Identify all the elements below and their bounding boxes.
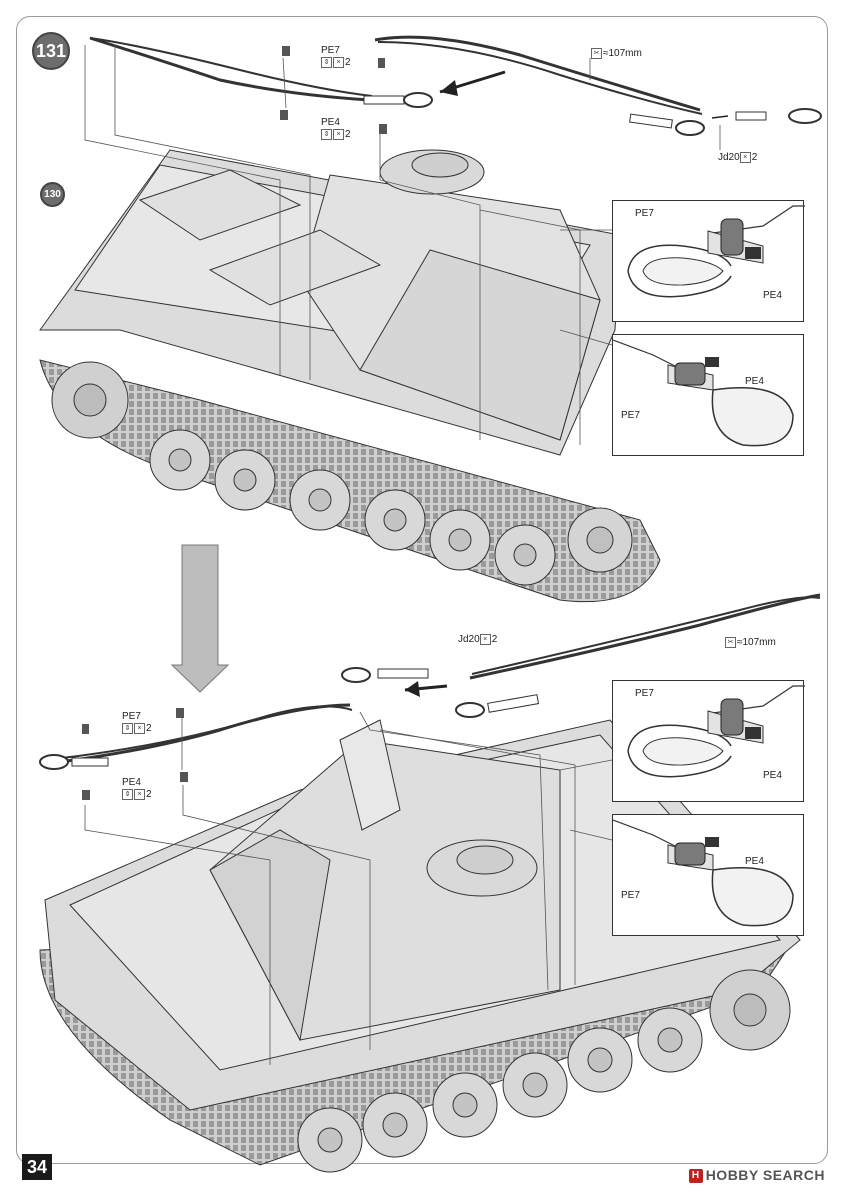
detail-2-pe4: PE4 [745, 376, 764, 387]
page-frame [16, 16, 828, 1164]
top-jd20-label: Jd20×2 [718, 152, 757, 163]
top-pe4-part: PE4 [321, 117, 340, 128]
top-jd20-part: Jd20 [718, 152, 740, 164]
thimble-clamp-drawing [627, 685, 805, 778]
thimble-clamp-drawing [627, 205, 805, 298]
top-cable-length: ≈107mm [603, 48, 642, 60]
flip-icon: ⇕ [321, 57, 332, 68]
detail-1-pe7: PE7 [635, 208, 654, 219]
bottom-pe4-part: PE4 [122, 777, 141, 788]
bottom-vehicle [39, 719, 801, 1173]
step-number-badge: 131 [32, 32, 70, 70]
hobby-search-logo-icon: H [688, 1169, 703, 1184]
detail-view-1: PE7 PE4 [612, 200, 805, 322]
flip-icon: ⇕ [122, 723, 133, 734]
multiply-icon: × [134, 789, 145, 800]
thimble-clamp-drawing [613, 339, 794, 447]
multiply-icon: × [134, 723, 145, 734]
bottom-pe4-label: PE4 ⇕×2 [122, 778, 152, 800]
detail-4-pe7: PE7 [621, 890, 640, 901]
bottom-pe7-part: PE7 [122, 711, 141, 722]
bottom-jd20-part: Jd20 [458, 634, 480, 646]
bottom-cable-length-label: ✂≈107mm [725, 637, 776, 648]
detail-view-2: PE4 PE7 [612, 334, 804, 456]
detail-view-3: PE7 PE4 [612, 680, 805, 802]
detail-3-pe7: PE7 [635, 688, 654, 699]
multiply-icon: × [333, 57, 344, 68]
flip-icon: ⇕ [122, 789, 133, 800]
multiply-icon: × [333, 129, 344, 140]
bottom-cable-length: ≈107mm [737, 637, 776, 649]
top-pe7-label: PE7 ⇕×2 [321, 46, 351, 68]
bottom-pe7-label: PE7 ⇕×2 [122, 712, 152, 734]
multiply-icon: × [479, 634, 491, 645]
bottom-pe7-qty: 2 [146, 723, 152, 735]
flip-icon: ⇕ [321, 129, 332, 140]
multiply-icon: × [739, 152, 751, 163]
detail-4-pe4: PE4 [745, 856, 764, 867]
reference-step-badge: 130 [40, 182, 65, 207]
top-cable-length-label: ✂≈107mm [591, 48, 642, 59]
detail-view-4: PE4 PE7 [612, 814, 804, 936]
bottom-jd20-qty: 2 [491, 634, 498, 646]
bottom-jd20-label: Jd20×2 [458, 634, 497, 645]
top-vehicle [39, 149, 661, 603]
top-pe4-label: PE4 ⇕×2 [321, 118, 351, 140]
page-number: 34 [22, 1154, 52, 1180]
top-jd20-qty: 2 [751, 152, 758, 164]
thimble-clamp-drawing [613, 819, 794, 927]
detail-1-pe4: PE4 [763, 290, 782, 301]
scissors-icon: ✂ [591, 48, 602, 59]
top-pe7-part: PE7 [321, 45, 340, 56]
detail-3-pe4: PE4 [763, 770, 782, 781]
top-pe7-qty: 2 [345, 57, 351, 69]
detail-2-pe7: PE7 [621, 410, 640, 421]
top-pe4-qty: 2 [345, 129, 351, 141]
watermark-text: HOBBY SEARCH [705, 1167, 825, 1183]
scissors-icon: ✂ [725, 637, 736, 648]
bottom-pe4-qty: 2 [146, 789, 152, 801]
